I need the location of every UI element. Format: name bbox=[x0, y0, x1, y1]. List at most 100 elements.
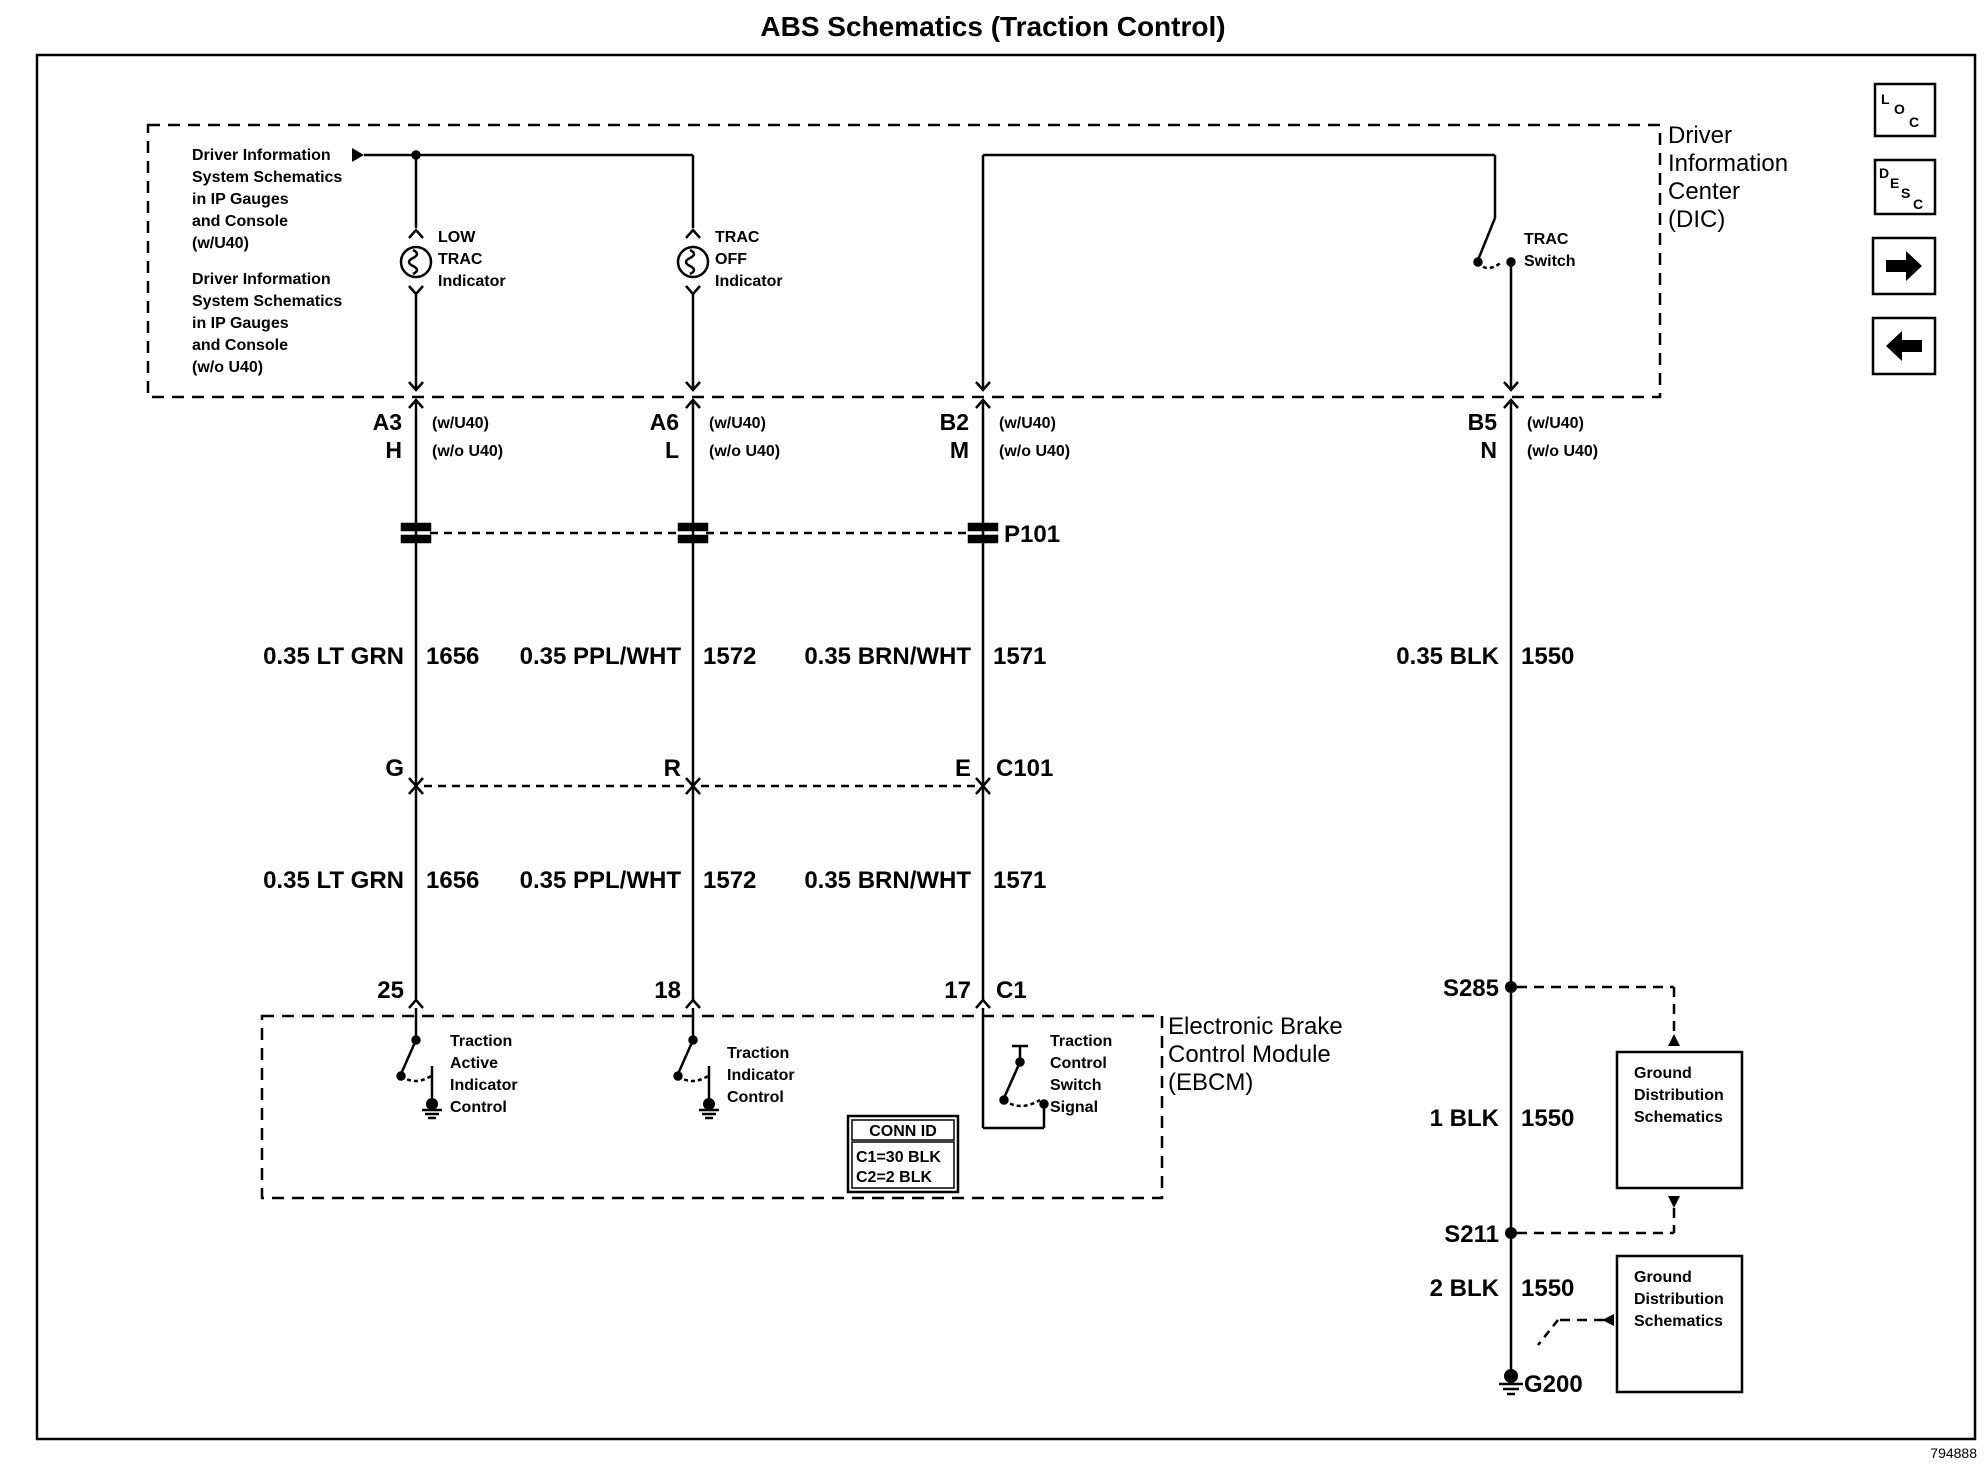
ref-note-line: System Schematics bbox=[192, 293, 342, 310]
switch-label-line: Traction bbox=[1050, 1033, 1112, 1050]
pin-label: H bbox=[385, 437, 402, 463]
circuit-number: 1571 bbox=[993, 867, 1046, 894]
c1-labels: 25 18 17 C1 bbox=[377, 977, 1026, 1004]
ref-note-line: System Schematics bbox=[192, 169, 342, 186]
circuit-number: 1571 bbox=[993, 643, 1046, 670]
loc-label-sub2: C bbox=[1909, 114, 1919, 130]
c101-label: C101 bbox=[996, 755, 1053, 782]
dic-label-line: Center bbox=[1668, 178, 1740, 205]
wire-color-label: 2 BLK bbox=[1430, 1275, 1500, 1302]
ground-distribution-box-1[interactable]: Ground Distribution Schematics bbox=[1615, 1050, 1744, 1190]
indicator-label-line: Indicator bbox=[715, 273, 783, 290]
wire-color-label: 0.35 PPL/WHT bbox=[520, 643, 682, 670]
ebcm-module-box bbox=[260, 1014, 1164, 1200]
traction-control-switch-label: Traction Control Switch Signal bbox=[1050, 1033, 1112, 1116]
conn-id-row: C1=30 BLK bbox=[856, 1149, 941, 1166]
low-trac-indicator bbox=[399, 228, 433, 392]
switch-label-line: Traction bbox=[727, 1045, 789, 1062]
switch-label-line: Signal bbox=[1050, 1099, 1098, 1116]
c1-pin-label: 17 bbox=[944, 977, 971, 1004]
pin-label: L bbox=[665, 437, 679, 463]
desc-label-sub2: S bbox=[1901, 185, 1910, 201]
dic-module-label: Driver Information Center (DIC) bbox=[1668, 122, 1788, 233]
ref-note-line: (w/U40) bbox=[192, 235, 249, 252]
option-label: (w/o U40) bbox=[1527, 443, 1598, 460]
figure-number: 794888 bbox=[1930, 1445, 1977, 1461]
switch-label-line: Control bbox=[450, 1099, 507, 1116]
diagram-frame bbox=[35, 53, 1977, 1441]
circuit-number: 1550 bbox=[1521, 1105, 1574, 1132]
switch-label-line: Switch bbox=[1050, 1077, 1102, 1094]
loc-label-main: L bbox=[1881, 91, 1890, 107]
trac-off-indicator-label: TRAC OFF Indicator bbox=[715, 229, 783, 290]
ebcm-module-label: Electronic Brake Control Module (EBCM) bbox=[1168, 1013, 1343, 1096]
traction-control-switch-signal bbox=[981, 1008, 1049, 1130]
circuit-number: 1656 bbox=[426, 867, 479, 894]
c101-pin-label: G bbox=[385, 755, 404, 782]
switch-label-line: Control bbox=[1050, 1055, 1107, 1072]
ref-note-line: (w/o U40) bbox=[192, 359, 263, 376]
option-label: (w/o U40) bbox=[432, 443, 503, 460]
ground-box-label: Distribution bbox=[1634, 1087, 1724, 1104]
pin-label: N bbox=[1480, 437, 1497, 463]
option-label: (w/o U40) bbox=[999, 443, 1070, 460]
ground-distribution-box-2[interactable]: Ground Distribution Schematics bbox=[1615, 1254, 1744, 1394]
conn-id-row: C2=2 BLK bbox=[856, 1169, 932, 1186]
dic-feed-wiring bbox=[352, 148, 695, 228]
indicator-label-line: LOW bbox=[438, 229, 476, 246]
dic-label-line: Driver bbox=[1668, 122, 1732, 149]
dic-label-line: Information bbox=[1668, 150, 1788, 177]
indicator-label-line: TRAC bbox=[438, 251, 483, 268]
switch-label-line: Active bbox=[450, 1055, 498, 1072]
option-label: (w/U40) bbox=[1527, 415, 1584, 432]
indicator-label-line: OFF bbox=[715, 251, 747, 268]
g200-ground: G200 bbox=[1499, 1314, 1614, 1398]
trac-switch bbox=[975, 153, 1519, 392]
p101-connector bbox=[400, 522, 999, 544]
ebcm-label-line: (EBCM) bbox=[1168, 1069, 1253, 1096]
s285-splice: S285 bbox=[1443, 975, 1680, 1046]
desc-button[interactable]: D E S C bbox=[1873, 158, 1937, 216]
c101-pin-label: E bbox=[955, 755, 971, 782]
ebcm-label-line: Control Module bbox=[1168, 1041, 1331, 1068]
wire-color-label: 0.35 BRN/WHT bbox=[804, 643, 971, 670]
low-trac-indicator-label: LOW TRAC Indicator bbox=[438, 229, 506, 290]
desc-label-sub1: E bbox=[1890, 175, 1899, 191]
loc-button[interactable]: L O C bbox=[1873, 82, 1937, 138]
traction-active-switch bbox=[396, 1008, 442, 1120]
traction-indicator-label: Traction Indicator Control bbox=[727, 1045, 795, 1106]
c1-pin-label: 25 bbox=[377, 977, 404, 1004]
switch-label-line: Indicator bbox=[727, 1067, 795, 1084]
dic-pin-labels: A3 H (w/U40) (w/o U40) A6 L (w/U40) (w/o… bbox=[373, 409, 1599, 463]
switch-label-line: Indicator bbox=[450, 1077, 518, 1094]
p101-label: P101 bbox=[1004, 521, 1060, 548]
wire-color-label: 0.35 LT GRN bbox=[263, 867, 404, 894]
wire-labels-lower: 0.35 LT GRN 1656 0.35 PPL/WHT 1572 0.35 … bbox=[263, 867, 1046, 894]
pin-label: A3 bbox=[373, 409, 402, 435]
c1-connector-arrows bbox=[408, 998, 991, 1009]
traction-active-label: Traction Active Indicator Control bbox=[450, 1033, 518, 1116]
wire-labels-upper: 0.35 LT GRN 1656 0.35 PPL/WHT 1572 0.35 … bbox=[263, 643, 1574, 670]
ref-note-line: in IP Gauges bbox=[192, 315, 289, 332]
arrow-right-icon bbox=[1886, 251, 1922, 281]
indicator-label-line: TRAC bbox=[715, 229, 760, 246]
wire-color-label: 1 BLK bbox=[1430, 1105, 1500, 1132]
option-label: (w/U40) bbox=[432, 415, 489, 432]
s285-label: S285 bbox=[1443, 975, 1499, 1002]
ref-note-line: and Console bbox=[192, 213, 288, 230]
ground-box-label: Ground bbox=[1634, 1269, 1692, 1286]
prev-page-button[interactable] bbox=[1871, 316, 1937, 376]
c101-pin-label: R bbox=[664, 755, 681, 782]
next-page-button[interactable] bbox=[1871, 236, 1937, 296]
option-label: (w/U40) bbox=[709, 415, 766, 432]
ebcm-label-line: Electronic Brake bbox=[1168, 1013, 1343, 1040]
ground-box-label: Ground bbox=[1634, 1065, 1692, 1082]
c101-labels: G R E C101 bbox=[385, 755, 1053, 782]
c1-pin-label: 18 bbox=[654, 977, 681, 1004]
pin-label: M bbox=[950, 437, 969, 463]
dic-pin-arrows bbox=[408, 398, 1519, 412]
c1-label: C1 bbox=[996, 977, 1027, 1004]
traction-indicator-switch bbox=[673, 1008, 719, 1120]
trac-switch-label: TRAC Switch bbox=[1524, 231, 1576, 270]
